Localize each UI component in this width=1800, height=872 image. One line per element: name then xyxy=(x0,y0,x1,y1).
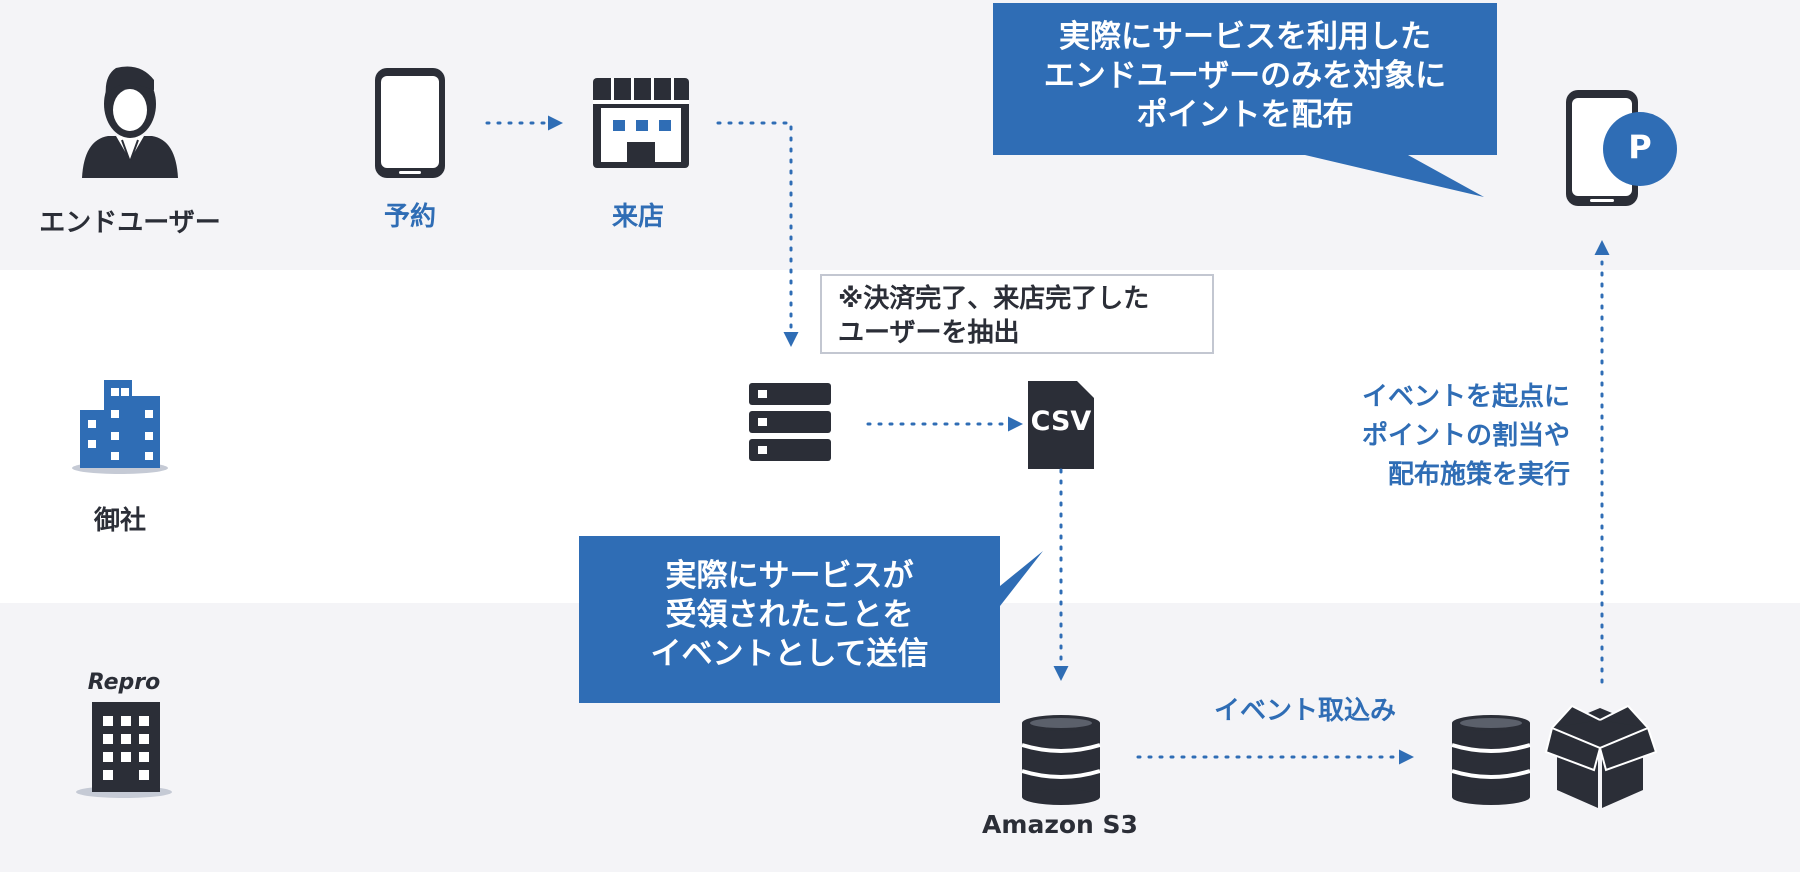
event-trigger-text: イベントを起点に ポイントの割当や 配布施策を実行 xyxy=(1361,382,1570,490)
extraction-note: ※決済完了、来店完了した ユーザーを抽出 xyxy=(820,274,1214,354)
repro-database-icon xyxy=(1451,715,1531,805)
step-label-visit: 来店 xyxy=(611,202,664,232)
arrow-visit-to-server xyxy=(716,121,799,347)
store-icon xyxy=(593,78,689,168)
smartphone-icon xyxy=(375,68,445,178)
callout-top-text: 実際にサービスを利用した エンドユーザーのみを対象に ポイントを配布 xyxy=(1043,19,1447,133)
server-icon xyxy=(749,383,831,461)
s3-label: Amazon S3 xyxy=(982,810,1138,839)
repro-building-icon xyxy=(76,702,172,798)
csv-file-icon xyxy=(1028,381,1094,469)
step-label-reservation: 予約 xyxy=(383,202,436,232)
lane-end-user-bg xyxy=(0,0,1800,270)
csv-label: CSV xyxy=(1030,406,1092,437)
point-badge-icon xyxy=(1603,112,1677,186)
point-badge-label: P xyxy=(1628,128,1652,166)
lane-label-repro: Repro xyxy=(87,670,161,695)
s3-database-icon xyxy=(1021,715,1101,805)
open-box-icon xyxy=(1544,704,1658,808)
callout-middle-text: 実際にサービスが 受領されたことを イベントとして送信 xyxy=(650,558,929,672)
company-building-icon xyxy=(72,380,168,474)
end-user-person-icon xyxy=(82,66,178,178)
lane-label-end-user: エンドユーザー xyxy=(39,208,221,238)
event-import-label: イベント取込み xyxy=(1213,696,1396,726)
callout-middle-shape xyxy=(579,536,1043,703)
callout-top-shape xyxy=(993,3,1497,197)
lane-label-company: 御社 xyxy=(93,506,146,536)
